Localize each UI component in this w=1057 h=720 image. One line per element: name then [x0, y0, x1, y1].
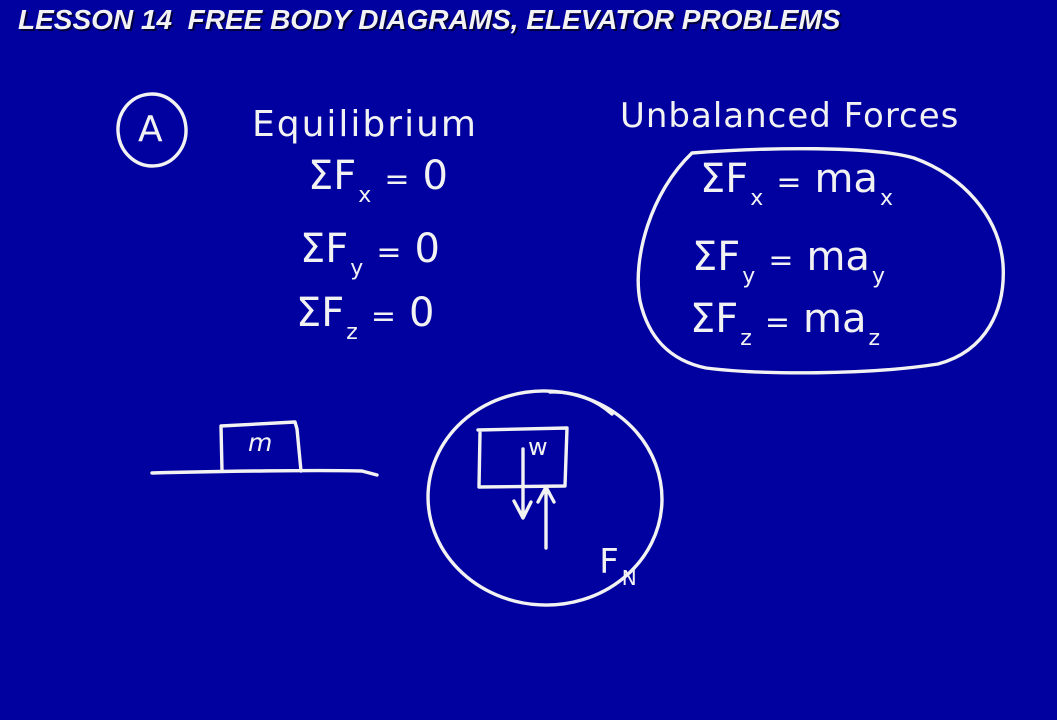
equals-sign: =: [764, 305, 790, 340]
sigma-f-term: ΣF: [296, 290, 345, 336]
ma-term: ma: [802, 296, 867, 342]
zero-value: 0: [408, 290, 435, 336]
mass-block-outline: [219, 420, 303, 473]
free-body-block-outline: [476, 426, 569, 489]
free-body-circle-overlap-stroke: [548, 390, 614, 416]
sigma-f-term: ΣF: [690, 296, 739, 342]
subscript-z: z: [740, 326, 752, 351]
mass-label: m: [248, 428, 273, 457]
subscript-x: x: [750, 186, 764, 211]
ground-line: [150, 468, 379, 477]
weight-arrow: [512, 447, 533, 520]
subscript-y: y: [871, 264, 885, 289]
section-a-label: A: [138, 109, 163, 150]
equals-sign: =: [384, 162, 410, 197]
sigma-f-term: ΣF: [692, 234, 741, 280]
subscript-y: y: [742, 264, 756, 289]
sigma-f-term: ΣF: [700, 156, 749, 202]
slide-title: LESSON 14 FREE BODY DIAGRAMS, ELEVATOR P…: [18, 4, 841, 35]
subscript-z: z: [868, 326, 881, 351]
weight-label: w: [528, 433, 548, 461]
subscript-z: z: [346, 320, 358, 345]
sigma-f-term: ΣF: [308, 153, 357, 199]
unbalanced-forces-heading: Unbalanced Forces: [620, 96, 960, 136]
normal-force-arrow: [536, 485, 556, 550]
zero-value: 0: [422, 153, 448, 199]
subscript-x: x: [358, 183, 372, 208]
zero-value: 0: [414, 226, 440, 272]
equals-sign: =: [768, 243, 794, 278]
normal-force-symbol: F: [599, 542, 619, 582]
section-a-circle: [116, 92, 188, 168]
sigma-f-term: ΣF: [300, 226, 349, 272]
subscript-n: N: [621, 566, 637, 590]
subscript-x: x: [879, 186, 893, 211]
equals-sign: =: [370, 299, 396, 334]
ma-term: ma: [806, 234, 870, 280]
subscript-y: y: [350, 256, 364, 281]
ma-term: ma: [814, 156, 878, 202]
unbalanced-forces-enclosure: [636, 146, 1005, 375]
equilibrium-heading: Equilibrium: [252, 104, 478, 145]
equals-sign: =: [776, 165, 802, 200]
equals-sign: =: [376, 235, 402, 270]
